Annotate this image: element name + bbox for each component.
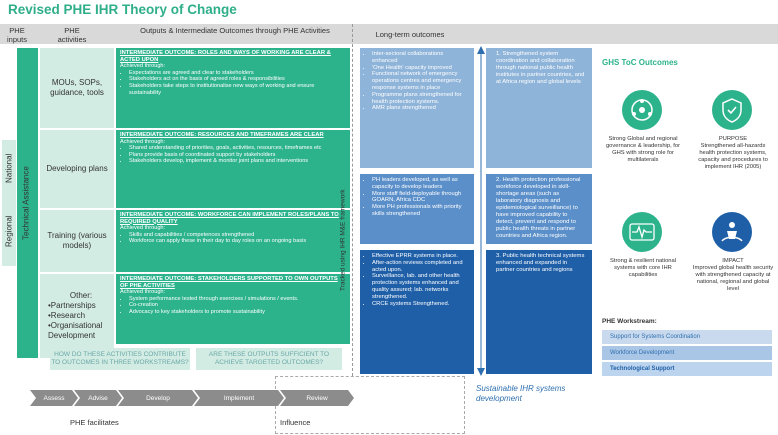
ghs-caption: Strengthened all-hazards health protecti…: [698, 143, 768, 170]
influence-label: Influence: [280, 418, 311, 427]
workstream-title: PHE Workstream:: [602, 318, 657, 325]
step-assess: Assess: [30, 390, 78, 406]
purpose-icon: [712, 90, 752, 130]
activity-mous-label: MOUs, SOPs, guidance, tools: [50, 78, 104, 97]
step-review: Review: [280, 390, 354, 406]
outcome-heading: INTERMEDIATE OUTCOME: ROLES AND WAYS OF …: [120, 50, 331, 63]
activity-training-label: Training (various models): [47, 231, 107, 250]
legend-workforce: Workforce Development: [602, 346, 772, 360]
ghs-purpose-heading: PURPOSE: [718, 136, 748, 142]
outcome-bullet: Stakeholders act on the basis of agreed …: [129, 76, 346, 83]
input-connector: [35, 48, 38, 358]
outcome-sub: Achieved through:: [120, 63, 166, 70]
outcome-resources: INTERMEDIATE OUTCOME: RESOURCES AND TIME…: [116, 130, 350, 208]
outcome-bullet: Co-creation: [129, 302, 346, 309]
tracked-label: Tracked using IHR M&E framework: [339, 189, 347, 291]
lt-left-1: Inter-sectoral collaborations enhanced '…: [360, 48, 474, 168]
outcome-bullet: Stakeholders take steps to institutional…: [129, 83, 346, 96]
activity-other-item: •Research: [48, 311, 86, 320]
legend-coordination: Support for Systems Coordination: [602, 330, 772, 344]
question-outputs: ARE THESE OUTPUTS SUFFICIENT TO ACHIEVE …: [196, 348, 342, 370]
outcome-bullet: Workforce can apply these in their day t…: [129, 238, 346, 245]
outcome-bullet: System performance tested through exerci…: [129, 296, 346, 303]
outcome-heading: INTERMEDIATE OUTCOME: STAKEHOLDERS SUPPO…: [120, 276, 338, 289]
lt-bullet: Programme plans strengthened for health …: [372, 92, 470, 106]
lt-right-1: 1. Strengthened system coordination and …: [486, 48, 592, 168]
activity-training: Training (various models): [40, 210, 114, 272]
regional-label: Regional: [2, 196, 16, 266]
outcome-sub: Achieved through:: [120, 225, 166, 232]
step-develop: Develop: [118, 390, 198, 406]
outcome-bullet: Skills and capabilities / competences st…: [129, 232, 346, 239]
lt-right-3: 3. Public health technical systems enhan…: [486, 250, 592, 374]
activity-plans: Developing plans: [40, 130, 114, 208]
lt-left-3: Effective EPRR systems in place. After-a…: [360, 250, 474, 374]
lt-bullet: Functional network of emergency operatio…: [372, 71, 470, 91]
lt-bullet: More staff field-deployable through GOAR…: [372, 191, 470, 205]
ghs-impact: IMPACT Improved global health security w…: [692, 258, 774, 293]
ghs-caption: Strong & resilient national systems with…: [609, 258, 677, 278]
lt-bullet: After-action reviews completed and acted…: [372, 260, 470, 274]
national-label: National: [2, 140, 16, 196]
ghs-caption: Improved global health security with str…: [692, 265, 774, 292]
outcome-heading: INTERMEDIATE OUTCOME: RESOURCES AND TIME…: [120, 132, 324, 138]
header-outputs: Outputs & Intermediate Outcomes through …: [140, 26, 330, 35]
activity-plans-label: Developing plans: [46, 164, 108, 173]
technical-assistance-bar: Technical Assistance: [17, 48, 35, 358]
legend-technological: Technological Support: [602, 362, 772, 376]
activity-other-item: •Organisational Development: [48, 321, 103, 340]
lt-left-2: PH leaders developed, as well as capacit…: [360, 174, 474, 244]
ghs-caption: Strong Global and regional governance & …: [605, 136, 681, 163]
header-activities: PHE activities: [57, 26, 87, 44]
activity-other: Other: •Partnerships •Research •Organisa…: [40, 274, 114, 358]
lt-right-2: 2. Health protection professional workfo…: [486, 174, 592, 244]
lt-bullet: Effective EPRR systems in place.: [372, 253, 470, 260]
ghs-purpose: PURPOSE Strengthened all-hazards health …: [692, 136, 774, 171]
lt-bullet: PH leaders developed, as well as capacit…: [372, 177, 470, 191]
page-title: Revised PHE IHR Theory of Change: [8, 2, 237, 17]
governance-icon: [622, 90, 662, 130]
outcome-stakeholders: INTERMEDIATE OUTCOME: STAKEHOLDERS SUPPO…: [116, 274, 350, 344]
divider-line: [352, 24, 353, 376]
activity-mous: MOUs, SOPs, guidance, tools: [40, 48, 114, 128]
sustainable-label: Sustainable IHR systems development: [476, 384, 566, 403]
outcome-sub: Achieved through:: [120, 138, 166, 145]
outcome-bullet: Expectations are agreed and clear to sta…: [129, 70, 346, 77]
lt-bullet: 'One Health' capacity improved: [372, 65, 470, 72]
header-longterm: Long-term outcomes: [375, 30, 445, 39]
outcome-bullet: Shared understanding of priorities, goal…: [129, 145, 346, 152]
lt-bullet: Surveillance, lab. and other health prot…: [372, 273, 470, 300]
header-inputs: PHE inputs: [6, 26, 27, 44]
activity-other-item: •Partnerships: [48, 301, 96, 310]
lt-bullet: More PH professionals with priority skil…: [372, 204, 470, 218]
lt-bullet: AMR plans strengthened: [372, 105, 470, 112]
ghs-title: GHS ToC Outcomes: [602, 58, 678, 67]
outcome-roles: INTERMEDIATE OUTCOME: ROLES AND WAYS OF …: [116, 48, 350, 128]
impact-icon: [712, 212, 752, 252]
lt-bullet: Inter-sectoral collaborations enhanced: [372, 51, 470, 65]
outcome-workforce: INTERMEDIATE OUTCOME: WORKFORCE CAN IMPL…: [116, 210, 350, 272]
outcome-bullet: Stakeholders develop, implement & monito…: [129, 158, 346, 165]
activity-other-heading: Other:: [69, 291, 93, 300]
header-bar: [0, 24, 778, 44]
ghs-impact-heading: IMPACT: [722, 258, 744, 264]
resilience-icon: [622, 212, 662, 252]
outcome-bullet: Advocacy to key stakeholders to promote …: [129, 309, 346, 316]
technical-assistance-label: Technical Assistance: [21, 166, 31, 240]
step-advise: Advise: [74, 390, 122, 406]
outcome-heading: INTERMEDIATE OUTCOME: WORKFORCE CAN IMPL…: [120, 212, 339, 225]
outcome-sub: Achieved through:: [120, 289, 166, 296]
step-implement: Implement: [194, 390, 284, 406]
question-activities: HOW DO THESE ACTIVITIES CONTRIBUTE TO OU…: [50, 348, 190, 370]
phe-facilitates-label: PHE facilitates: [70, 418, 119, 427]
double-arrow-icon: [477, 46, 485, 376]
lt-bullet: CRCE systems Strengthened.: [372, 301, 470, 308]
outcome-bullet: Plans provide basis of coordinated suppo…: [129, 152, 346, 159]
